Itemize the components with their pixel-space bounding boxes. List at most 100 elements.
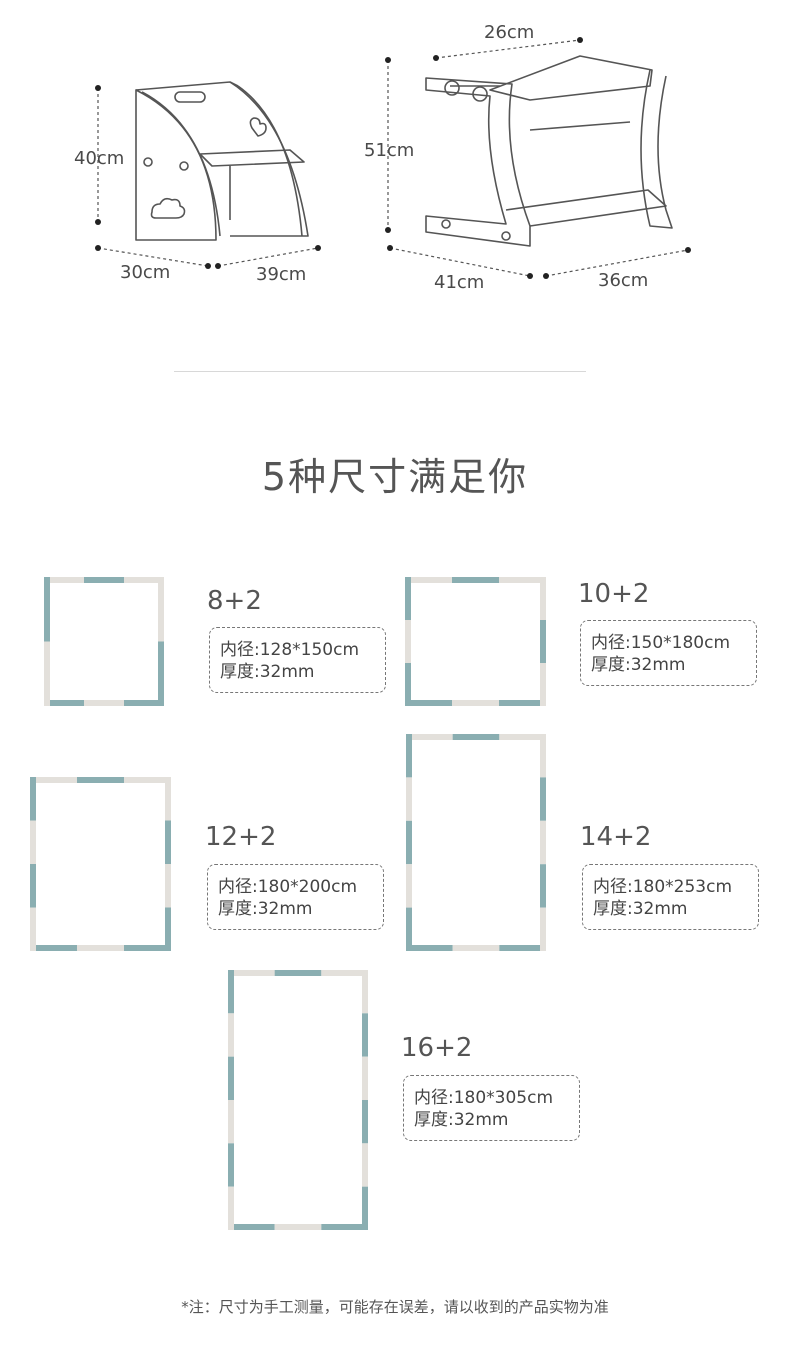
size-label-10: 10+2 — [578, 579, 650, 609]
size-label-16: 16+2 — [401, 1033, 473, 1063]
fence-panel — [406, 864, 412, 908]
spec-box-8: 内径:128*150cm 厚度:32mm — [209, 627, 386, 693]
fence-panel — [362, 1056, 368, 1100]
fence-panel — [44, 700, 84, 706]
fence-panel — [30, 777, 77, 783]
fence-panel — [499, 577, 546, 583]
section-divider — [174, 371, 586, 372]
fence-panel — [499, 945, 546, 951]
fence-panel — [228, 1056, 234, 1100]
fence-panel — [124, 577, 164, 583]
fence-panel — [30, 820, 36, 864]
fence-panel — [30, 777, 36, 821]
fence-panel — [228, 1100, 234, 1144]
fence-panel — [540, 620, 546, 663]
small-chair-depth: 39cm — [256, 264, 307, 285]
fence-panel — [406, 945, 453, 951]
thickness: 厚度:32mm — [220, 662, 315, 682]
fence-panel — [124, 700, 164, 706]
fence-panel — [405, 577, 452, 583]
fence-panel — [228, 970, 234, 1014]
size-label-14: 14+2 — [580, 822, 652, 852]
fence-panel — [362, 1143, 368, 1187]
fence-panel — [362, 1100, 368, 1144]
fence-panel — [274, 970, 322, 976]
fence-panel — [44, 577, 50, 642]
spec-box-14: 内径:180*253cm 厚度:32mm — [582, 864, 759, 930]
fence-panel — [405, 663, 411, 706]
footnote: *注：尺寸为手工测量，可能存在误差，请以收到的产品实物为准 — [181, 1298, 609, 1316]
fence-panel — [44, 577, 84, 583]
fence-panel — [452, 700, 499, 706]
fence-panel — [321, 1224, 368, 1230]
fence-panel — [540, 864, 546, 908]
spec-box-12: 内径:180*200cm 厚度:32mm — [207, 864, 384, 930]
fence-panel — [540, 663, 546, 706]
inner-size: 内径:128*150cm — [220, 640, 360, 660]
fence-panel — [124, 777, 171, 783]
fence-panel — [499, 734, 546, 740]
size-label-8: 8+2 — [207, 586, 262, 616]
thickness: 厚度:32mm — [593, 899, 688, 919]
fence-panel — [77, 945, 124, 951]
fence-panel — [452, 577, 499, 583]
fence-panel — [274, 1224, 322, 1230]
inner-size: 内径:180*253cm — [593, 877, 733, 897]
fence-panel — [124, 945, 171, 951]
size-label-12: 12+2 — [205, 822, 277, 852]
spec-box-10: 内径:150*180cm 厚度:32mm — [580, 620, 757, 686]
spec-box-16: 内径:180*305cm 厚度:32mm — [403, 1075, 580, 1141]
fence-panel — [406, 907, 412, 951]
large-chair-depth: 36cm — [598, 270, 649, 291]
fence-panel — [228, 1186, 234, 1230]
fence-panel — [540, 820, 546, 865]
fence-panel — [406, 820, 412, 865]
fence-panel — [540, 577, 546, 620]
fence-panel — [44, 641, 50, 706]
thickness: 厚度:32mm — [591, 655, 686, 675]
fence-panel — [30, 864, 36, 908]
large-chair-top: 26cm — [484, 22, 535, 43]
fence-panel — [540, 777, 546, 821]
fence-panel — [165, 864, 171, 908]
fence-panel — [362, 1013, 368, 1057]
fence-panel — [30, 907, 36, 951]
inner-size: 内径:150*180cm — [591, 633, 731, 653]
fence-panel — [165, 907, 171, 951]
fence-panel — [452, 945, 500, 951]
fence-panel — [405, 620, 411, 663]
small-chair-height: 40cm — [74, 148, 125, 169]
fence-panel — [362, 970, 368, 1014]
fence-panel — [228, 1224, 275, 1230]
fence-panel — [362, 1186, 368, 1230]
fence-panel — [321, 970, 368, 976]
fence-panel — [158, 577, 164, 642]
fence-panel — [77, 777, 124, 783]
fence-panel — [165, 777, 171, 821]
fence-panel — [405, 577, 411, 620]
inner-size: 内径:180*305cm — [414, 1088, 554, 1108]
fence-panel — [540, 734, 546, 778]
fence-panel — [165, 820, 171, 864]
page-heading: 5种尺寸满足你 — [261, 455, 529, 499]
thickness: 厚度:32mm — [414, 1110, 509, 1130]
small-chair-drawing — [95, 81, 321, 269]
fence-panel — [158, 641, 164, 706]
large-chair-height: 51cm — [364, 140, 415, 161]
fence-panel — [406, 734, 453, 740]
fence-panel — [406, 734, 412, 778]
inner-size: 内径:180*200cm — [218, 877, 358, 897]
fence-panel — [84, 700, 124, 706]
fence-panel — [228, 1013, 234, 1057]
fence-panel — [452, 734, 500, 740]
large-chair-drawing — [385, 37, 691, 279]
large-chair-width: 41cm — [434, 272, 485, 293]
thickness: 厚度:32mm — [218, 899, 313, 919]
fence-panel — [499, 700, 546, 706]
fence-panel — [540, 907, 546, 951]
fence-panel — [84, 577, 124, 583]
